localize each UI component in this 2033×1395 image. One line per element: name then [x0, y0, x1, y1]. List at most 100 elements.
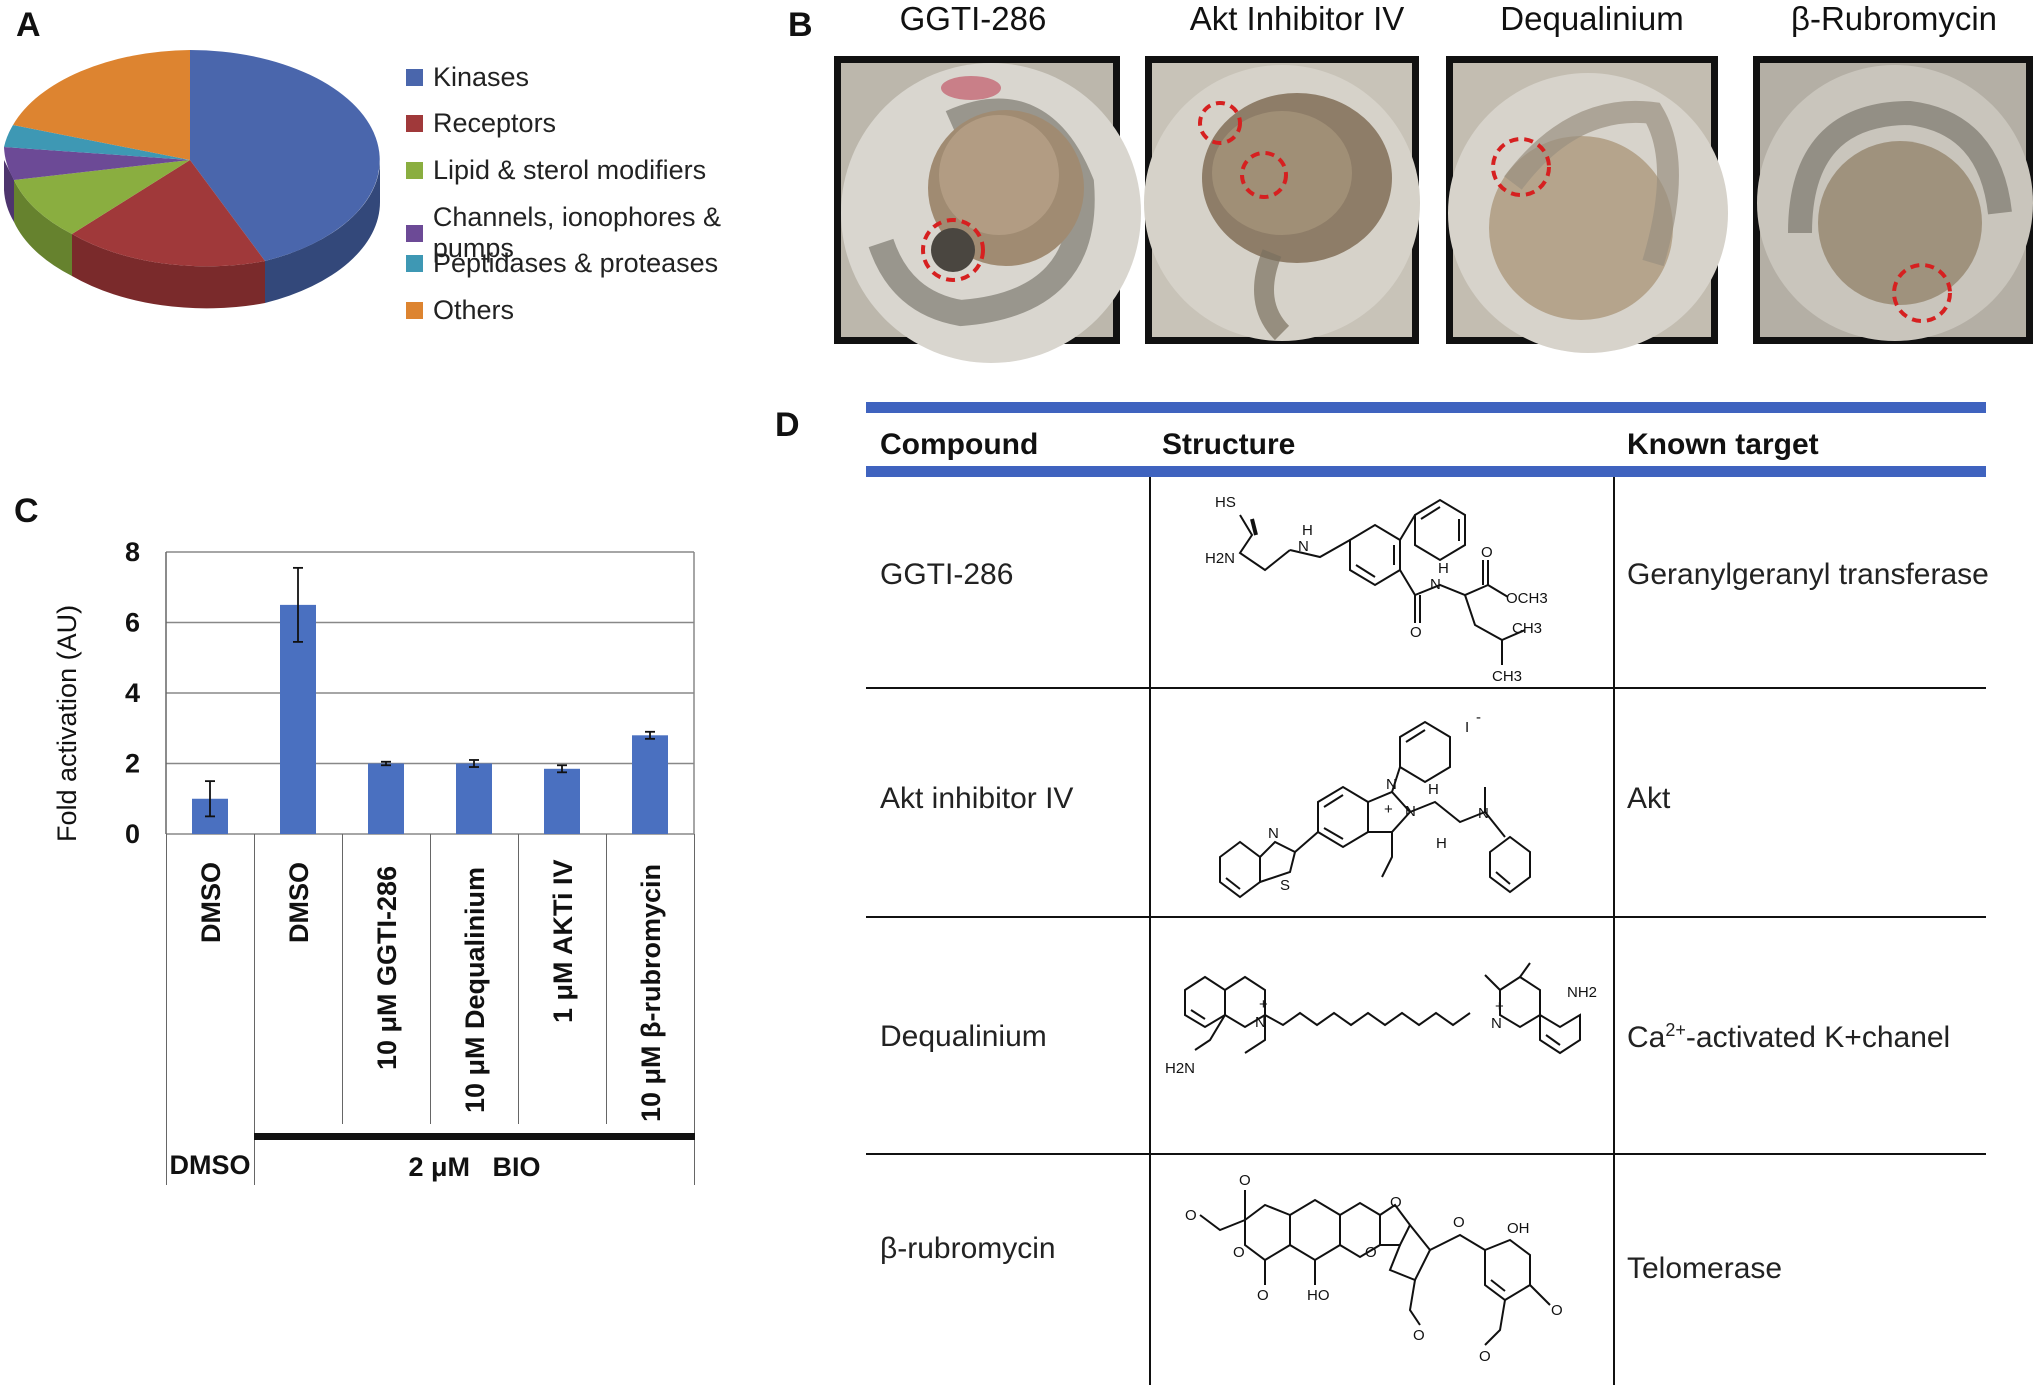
known-target: Ca2+-activated K+chanel	[1627, 1020, 1950, 1055]
table-row-divider	[866, 916, 1986, 918]
legend-item-lipid: Lipid & sterol modifiers	[406, 155, 706, 186]
legend-label: Lipid & sterol modifiers	[433, 155, 707, 185]
svg-text:O: O	[1233, 1244, 1245, 1261]
svg-text:O: O	[1185, 1207, 1197, 1224]
panel-label-d: D	[775, 406, 800, 444]
svg-text:O: O	[1413, 1327, 1425, 1344]
structure-atom-labels: I - N N + H N H N S	[1268, 709, 1489, 894]
svg-text:HS: HS	[1215, 494, 1236, 511]
embryo-image-ggti	[834, 56, 1141, 363]
svg-text:O: O	[1551, 1302, 1563, 1319]
bar	[456, 763, 492, 834]
category-divider	[518, 834, 519, 1124]
structure-atom-labels: O O O O O HO O O O OH O O	[1185, 1172, 1563, 1365]
legend-label: Others	[433, 295, 515, 325]
structure-ggti-286: HS H2N H N H N O OCH3 O CH3 CH3	[1205, 494, 1548, 685]
embryo-title: Dequalinium	[1500, 0, 1684, 37]
svg-text:H: H	[1436, 835, 1447, 852]
svg-text:S: S	[1280, 877, 1290, 894]
embryo-image-dequalinium	[1446, 56, 1728, 353]
table-row-divider	[866, 687, 1986, 689]
svg-text:+: +	[1495, 998, 1504, 1015]
y-tick-label: 8	[125, 537, 140, 567]
pie-depth-channels	[4, 160, 14, 222]
svg-text:H: H	[1302, 522, 1313, 539]
y-tick-label: 4	[125, 678, 140, 708]
x-tick-label: DMSO	[196, 862, 226, 943]
svg-text:HO: HO	[1307, 1287, 1330, 1304]
svg-text:N: N	[1430, 576, 1441, 593]
compound-name: β-rubromycin	[880, 1232, 1056, 1265]
svg-text:+: +	[1384, 801, 1393, 818]
bio-group-bar	[254, 1133, 695, 1140]
table-header-rule	[866, 466, 1986, 477]
known-target: Akt	[1627, 782, 1671, 815]
legend-swatch	[406, 162, 423, 179]
svg-text:-: -	[1476, 709, 1481, 726]
category-divider	[606, 834, 607, 1124]
svg-text:N: N	[1386, 776, 1397, 793]
svg-text:O: O	[1481, 544, 1493, 561]
pie-slice-channels	[4, 147, 190, 180]
pie-slice-peptidases	[4, 125, 190, 160]
embryo-title: GGTI-286	[899, 0, 1047, 37]
svg-text:CH3: CH3	[1492, 668, 1522, 685]
category-divider	[166, 834, 167, 1185]
pie-legend: Kinases Receptors Lipid & sterol modifie…	[406, 62, 806, 342]
embryo-image-akt	[1144, 56, 1420, 344]
legend-item-channels: Channels, ionophores & pumps	[406, 202, 806, 264]
compound-name: GGTI-286	[880, 558, 1014, 591]
legend-item-peptidases: Peptidases & proteases	[406, 248, 718, 279]
y-tick-label: 0	[125, 819, 140, 849]
x-tick-label: 10 μM Dequalinium	[460, 866, 490, 1113]
legend-label: Channels, ionophores & pumps	[432, 202, 722, 263]
legend-item-others: Others	[406, 295, 514, 326]
y-tick-label: 6	[125, 608, 140, 638]
header-known-target: Known target	[1627, 428, 1819, 461]
legend-label: Kinases	[433, 62, 530, 92]
table-column-divider	[1613, 477, 1615, 1385]
svg-text:+: +	[1259, 996, 1268, 1013]
svg-text:I: I	[1465, 719, 1469, 736]
table-row-divider	[866, 1153, 1986, 1155]
category-divider	[254, 834, 255, 1185]
legend-swatch	[406, 224, 423, 242]
target-text: Ca	[1627, 1021, 1666, 1054]
panel-label-b: B	[788, 6, 813, 44]
pie-slice-others	[13, 50, 190, 160]
compound-name: Dequalinium	[880, 1020, 1047, 1053]
bar	[280, 604, 316, 834]
structure-akt-inhibitor-iv: I - N N + H N H N S	[1219, 709, 1531, 899]
x-tick-label: 1 μM AKTi IV	[548, 859, 578, 1023]
legend-item-kinases: Kinases	[406, 62, 529, 93]
x-tick-label: 10 μM β-rubromycin	[636, 863, 666, 1122]
svg-text:N: N	[1491, 1015, 1502, 1032]
legend-label: Receptors	[433, 108, 557, 138]
category-divider	[430, 834, 431, 1124]
pie-slice-receptors	[72, 160, 265, 267]
target-text: -activated K+chanel	[1685, 1021, 1951, 1054]
legend-swatch	[406, 255, 423, 272]
bar-chart: 0 2 4 6 8	[125, 537, 695, 849]
svg-text:CH3: CH3	[1512, 620, 1542, 637]
svg-text:NH2: NH2	[1567, 984, 1597, 1001]
svg-text:N: N	[1405, 803, 1416, 820]
svg-text:H2N: H2N	[1205, 550, 1235, 567]
legend-item-receptors: Receptors	[406, 108, 556, 139]
svg-text:O: O	[1479, 1348, 1491, 1365]
y-tick-label: 2	[125, 749, 140, 779]
bar	[544, 768, 580, 834]
table-top-rule	[866, 402, 1986, 413]
legend-swatch	[406, 115, 423, 132]
category-divider	[342, 834, 343, 1124]
svg-text:N: N	[1478, 805, 1489, 822]
svg-text:H: H	[1438, 560, 1449, 577]
svg-text:H: H	[1428, 781, 1439, 798]
structure-atom-labels: N + N + H2N NH2	[1165, 984, 1597, 1077]
compound-name: Akt inhibitor IV	[880, 782, 1074, 815]
group-label-bio: 2 μM BIO	[408, 1152, 541, 1182]
svg-text:N: N	[1298, 538, 1309, 555]
svg-text:O: O	[1410, 624, 1422, 641]
pie-slice-lipid	[14, 160, 190, 234]
table-column-divider	[1149, 477, 1151, 1385]
